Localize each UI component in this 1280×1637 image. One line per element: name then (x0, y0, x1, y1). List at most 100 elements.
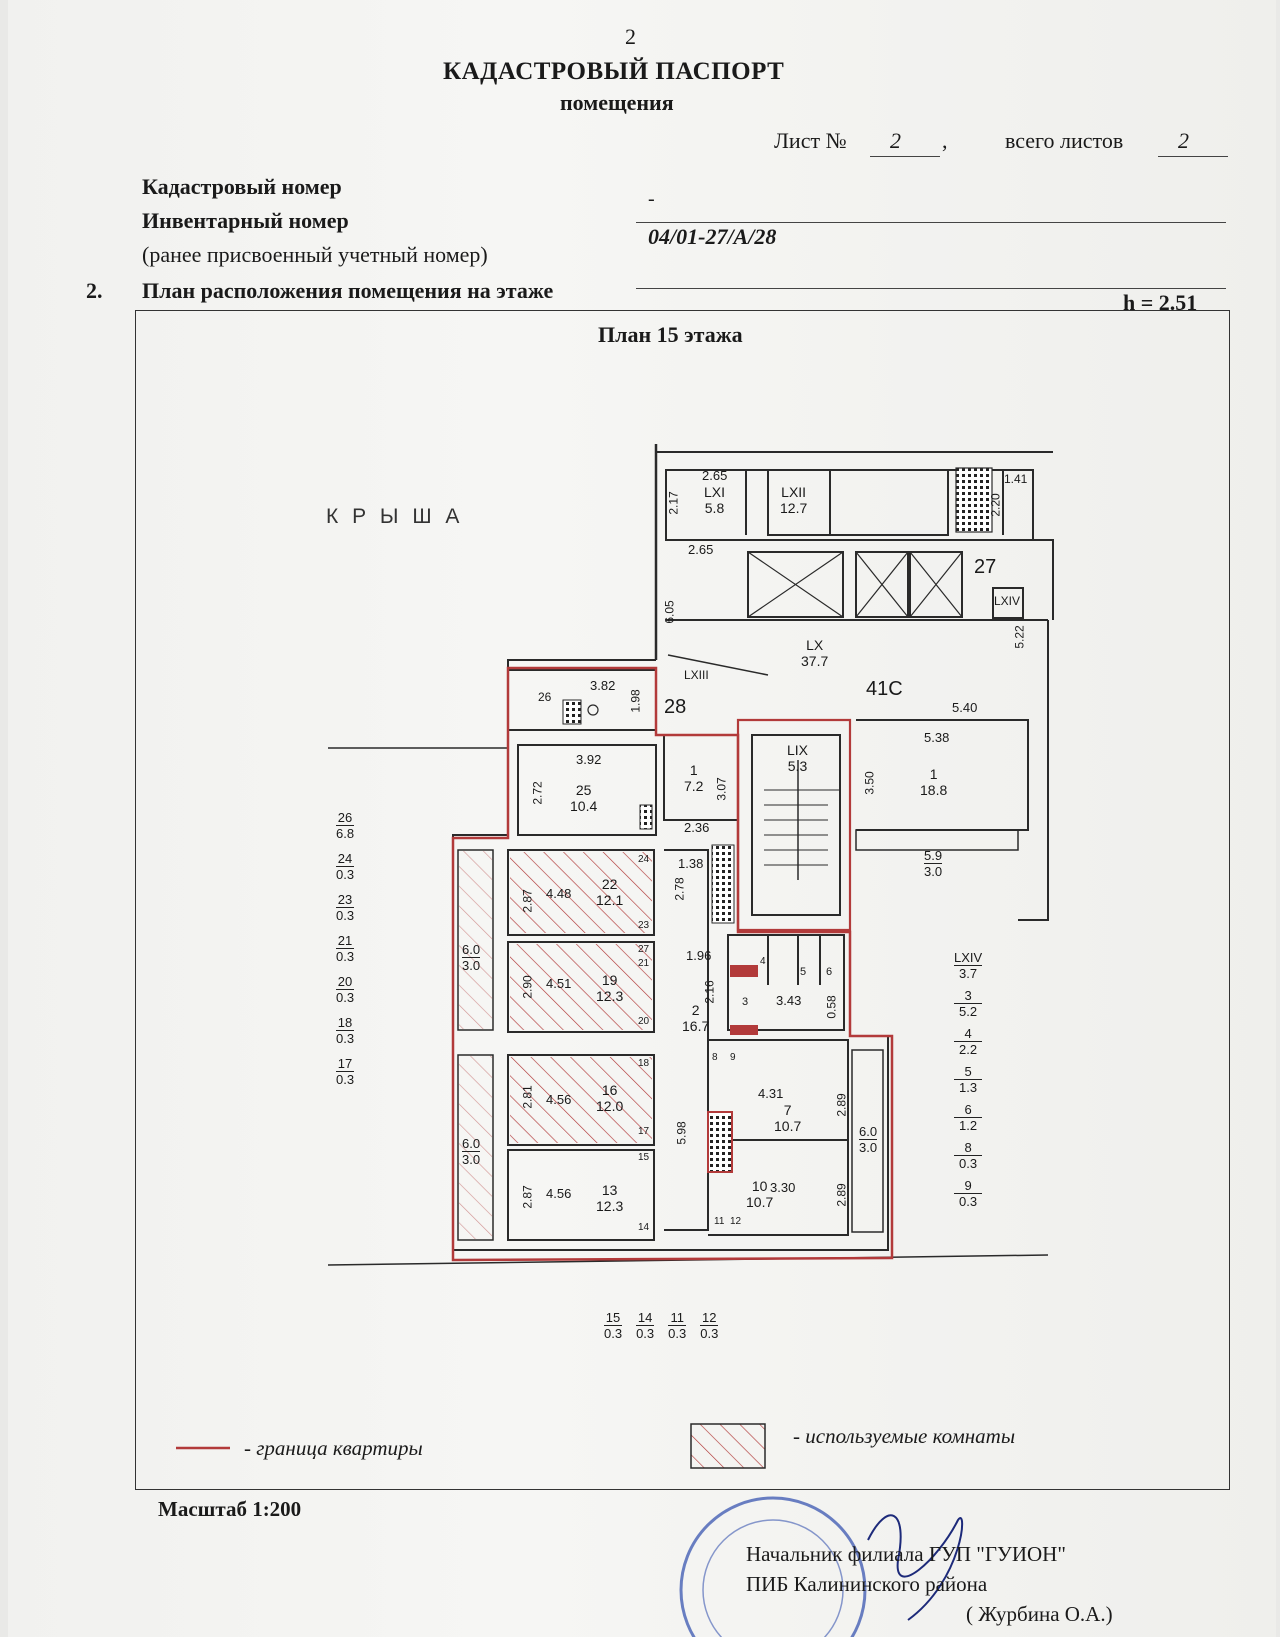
dimension: 3.30 (770, 1180, 796, 1195)
list-num: 18 (336, 1015, 355, 1031)
room-label: 10 (751, 1178, 768, 1194)
room-22: 22 12.1 (596, 876, 623, 908)
list-num: 3 (954, 988, 983, 1004)
room-label: 19 (601, 972, 618, 988)
room-area: 7.2 (684, 778, 704, 794)
room-16: 16 12.0 (596, 1082, 623, 1114)
plan-mark: LXIV (994, 594, 1021, 608)
room-area: 10.7 (774, 1118, 802, 1134)
document-title: КАДАСТРОВЫЙ ПАСПОРТ (443, 58, 785, 85)
small-number: 27 (638, 944, 650, 955)
room-2: 2 16.7 (682, 1002, 709, 1034)
list-val: 0.3 (668, 1326, 687, 1341)
room-area: 16.7 (682, 1018, 710, 1034)
list-num: 26 (336, 810, 355, 826)
list-val: 0.3 (959, 1156, 978, 1171)
dimension: 4.51 (546, 976, 572, 991)
small-number: 18 (638, 1058, 650, 1069)
small-number: 17 (638, 1126, 650, 1137)
room-area: 12.3 (596, 1198, 624, 1214)
room-label: 2 (691, 1002, 700, 1018)
dimension: 3.50 (862, 771, 877, 795)
list-val: 1.3 (959, 1080, 978, 1095)
room-label: 22 (601, 876, 618, 892)
room-area: 10.7 (746, 1194, 774, 1210)
page-number: 2 (625, 24, 636, 49)
dimension: 4.56 (546, 1092, 572, 1107)
room-19: 19 12.3 (596, 972, 623, 1004)
room-lxi: LXI 5.8 (704, 484, 725, 516)
cadastral-number-label: Кадастровый номер (142, 174, 342, 199)
dimension: 1.96 (686, 948, 712, 963)
dimension: 5.38 (924, 730, 950, 745)
section-number: 2. (86, 278, 103, 303)
list-val: 1.2 (959, 1118, 978, 1133)
list-val: 0.3 (959, 1194, 978, 1209)
inventory-number-underline (636, 288, 1226, 289)
list-val: 0.3 (336, 990, 355, 1005)
dimension: 2.20 (988, 493, 1003, 517)
room-area: 37.7 (801, 653, 829, 669)
dimension: 2.65 (688, 542, 714, 557)
signer-name: ( Журбина О.А.) (966, 1602, 1113, 1626)
list-num: 12 (700, 1310, 719, 1326)
list-num: 11 (668, 1310, 687, 1326)
small-number: 24 (638, 854, 650, 865)
roof-label: К Р Ы Ш А (326, 505, 464, 528)
list-val: 0.3 (336, 1072, 355, 1087)
room-7: 7 10.7 (774, 1102, 801, 1134)
list-val: 5.2 (959, 1004, 978, 1019)
dimension: 2.89 (834, 1093, 849, 1117)
dimension: 2.90 (520, 975, 535, 999)
cadastral-number-underline (636, 222, 1226, 223)
room-area: 12.7 (780, 500, 808, 516)
list-num: 4 (954, 1026, 983, 1042)
room-area: 12.1 (596, 892, 624, 908)
room-label: 13 (601, 1182, 618, 1198)
room-1-right: 1 18.8 (920, 766, 947, 798)
list-val: 0.3 (700, 1326, 719, 1341)
room-label: 16 (601, 1082, 618, 1098)
sheet-label: Лист № (774, 128, 847, 153)
dimension: 3.82 (590, 678, 616, 693)
room-25: 25 10.4 (570, 782, 597, 814)
previous-number-label: (ранее присвоенный учетный номер) (142, 242, 488, 267)
document-sheet: 2 КАДАСТРОВЫЙ ПАСПОРТ помещения Лист № 2… (8, 0, 1276, 1637)
room-label: LXII (781, 484, 807, 500)
small-number: 12 (730, 1216, 742, 1227)
small-number: 20 (638, 1016, 650, 1027)
inventory-number-label: Инвентарный номер (142, 208, 349, 233)
room-label: LXI (704, 484, 726, 500)
list-val: 2.2 (959, 1042, 978, 1057)
scale-label: Масштаб 1:200 (158, 1497, 302, 1521)
signer-title: Начальник филиала ГУП "ГУИОН" (746, 1542, 1066, 1566)
room-area: 5.3 (787, 758, 808, 774)
sheet-number: 2 (890, 128, 901, 153)
plan-mark: 27 (974, 556, 997, 578)
dimension: 2.65 (702, 468, 728, 483)
dimension: 3.92 (576, 752, 602, 767)
dimension: 6.05 (662, 600, 677, 624)
list-val: 3.7 (959, 966, 978, 981)
list-val: 0.3 (336, 867, 355, 882)
dimension: 2.81 (520, 1085, 535, 1109)
total-sheets-label: всего листов (1005, 128, 1124, 153)
dimension: 2.72 (530, 781, 545, 805)
room-lx: LX 37.7 (801, 637, 828, 669)
small-number: 3 (742, 996, 749, 1008)
dimension: 0.58 (824, 995, 839, 1019)
list-val: 0.3 (604, 1326, 623, 1341)
room-area: 10.4 (570, 798, 598, 814)
dimension: 2.17 (666, 491, 681, 515)
list-num: 23 (336, 892, 355, 908)
plan-mark: LXIII (684, 668, 709, 682)
list-val: 6.8 (336, 826, 355, 841)
room-area: 12.3 (596, 988, 624, 1004)
small-number: 11 (714, 1216, 725, 1227)
room-lxii: LXII 12.7 (780, 484, 807, 516)
inventory-number-value: 04/01-27/А/28 (648, 224, 777, 249)
list-num: 6 (954, 1102, 983, 1118)
